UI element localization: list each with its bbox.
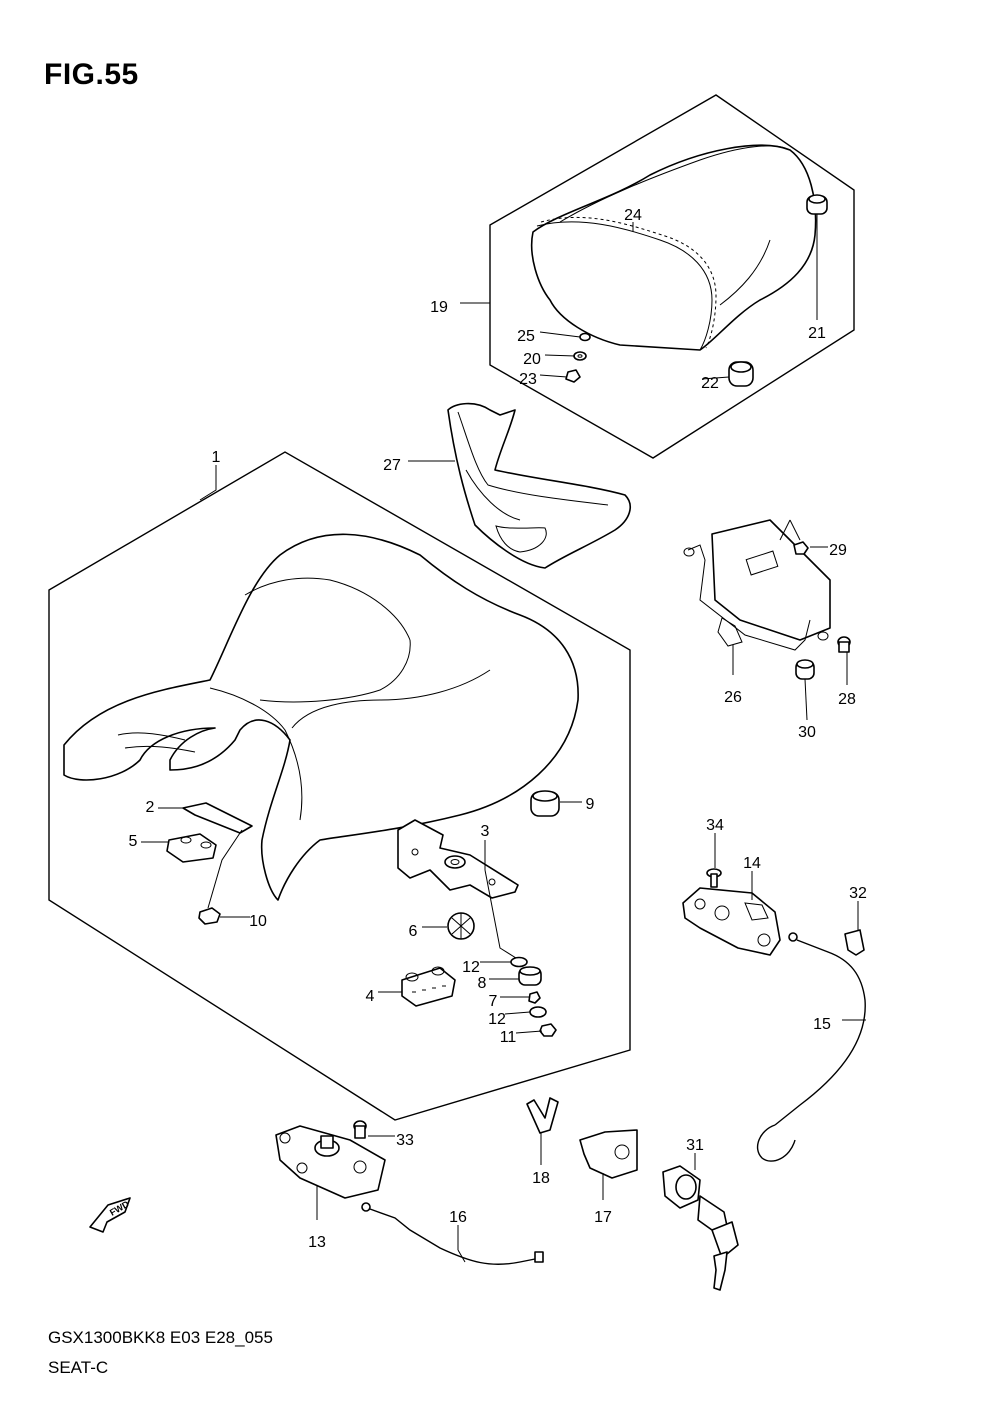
seat-lock-14 bbox=[682, 887, 781, 956]
part-callout-16: 16 bbox=[449, 1209, 467, 1226]
grommet-30 bbox=[795, 659, 815, 680]
part-callout-32: 32 bbox=[849, 885, 867, 902]
leader-line-23 bbox=[539, 374, 568, 378]
cable-15 bbox=[757, 932, 866, 1162]
part-callout-24: 24 bbox=[624, 207, 642, 224]
figure-title: FIG.55 bbox=[44, 58, 139, 91]
leader-line-12 bbox=[504, 1011, 531, 1015]
part-callout-19: 19 bbox=[430, 299, 448, 316]
part-callout-23: 23 bbox=[519, 371, 537, 388]
part-callout-6: 6 bbox=[409, 923, 418, 940]
part-callout-22: 22 bbox=[701, 375, 719, 392]
plate-2 bbox=[182, 802, 253, 834]
part-callout-12: 12 bbox=[462, 959, 480, 976]
part-callout-13: 13 bbox=[308, 1234, 326, 1251]
part-callout-1: 1 bbox=[212, 449, 221, 466]
bumper-5 bbox=[166, 833, 217, 863]
part-callout-12: 12 bbox=[488, 1011, 506, 1028]
part-callout-27: 27 bbox=[383, 457, 401, 474]
diagram-code: GSX1300BKK8 E03 E28_055 bbox=[48, 1328, 273, 1347]
part-callout-18: 18 bbox=[532, 1170, 550, 1187]
part-callout-15: 15 bbox=[813, 1016, 831, 1033]
part-callout-29: 29 bbox=[829, 542, 847, 559]
grommet-21 bbox=[806, 194, 828, 215]
bolt-28 bbox=[837, 636, 851, 653]
leader-extension bbox=[484, 869, 517, 959]
part-callout-9: 9 bbox=[586, 796, 595, 813]
part-callout-33: 33 bbox=[396, 1132, 414, 1149]
part-callout-4: 4 bbox=[366, 988, 375, 1005]
part-callout-2: 2 bbox=[146, 799, 155, 816]
pillion-seat-drawing bbox=[530, 144, 817, 351]
bolt-33 bbox=[353, 1120, 367, 1139]
part-callout-30: 30 bbox=[798, 724, 816, 741]
damper-6 bbox=[447, 912, 475, 940]
stopper-4 bbox=[401, 966, 456, 1007]
part-callout-21: 21 bbox=[808, 325, 826, 342]
leader-extension bbox=[789, 519, 801, 541]
bracket-17 bbox=[579, 1129, 638, 1179]
key-lock-31 bbox=[662, 1165, 739, 1291]
seat-lock-13 bbox=[275, 1125, 386, 1199]
leader-line-22 bbox=[701, 376, 730, 380]
fwd-arrow: FWD bbox=[89, 1197, 131, 1233]
part-callout-5: 5 bbox=[129, 833, 138, 850]
part-callout-31: 31 bbox=[686, 1137, 704, 1154]
pillion-seat-group-frame bbox=[489, 94, 855, 459]
clip-18 bbox=[526, 1097, 559, 1134]
part-callout-26: 26 bbox=[724, 689, 742, 706]
part-callout-17: 17 bbox=[594, 1209, 612, 1226]
leader-line-25 bbox=[539, 331, 581, 338]
fastener-stack bbox=[510, 956, 557, 1037]
part-callout-3: 3 bbox=[481, 823, 490, 840]
rider-seat-group-frame bbox=[48, 451, 631, 1121]
bracket-assembly-26 bbox=[683, 519, 831, 651]
part-callout-10: 10 bbox=[249, 913, 267, 930]
nut-29 bbox=[793, 541, 809, 555]
leader-line-20 bbox=[544, 354, 576, 357]
part-callout-8: 8 bbox=[478, 975, 487, 992]
part-callout-25: 25 bbox=[517, 328, 535, 345]
cushion-22 bbox=[728, 361, 754, 387]
part-callout-34: 34 bbox=[706, 817, 724, 834]
nut-10 bbox=[198, 907, 221, 925]
leader-line-11 bbox=[515, 1030, 543, 1034]
callout-leaders bbox=[141, 214, 866, 1263]
diagram-name: SEAT-C bbox=[48, 1358, 109, 1377]
part-callout-11: 11 bbox=[500, 1029, 517, 1046]
rider-seat-drawing bbox=[63, 533, 579, 901]
leader-extension bbox=[457, 1249, 466, 1263]
cable-16 bbox=[361, 1202, 544, 1265]
grommet-9 bbox=[530, 790, 560, 817]
part-callout-7: 7 bbox=[489, 993, 498, 1010]
seat-cowl-27-drawing bbox=[447, 402, 631, 569]
part-callout-28: 28 bbox=[838, 691, 856, 708]
part-callout-14: 14 bbox=[743, 855, 761, 872]
pillion-fasteners bbox=[565, 332, 591, 383]
leader-extension bbox=[199, 465, 217, 501]
leader-extension bbox=[779, 519, 791, 541]
clamp-32 bbox=[844, 929, 865, 956]
part-callout-20: 20 bbox=[523, 351, 541, 368]
bracket-3 bbox=[397, 819, 519, 899]
leader-extension bbox=[207, 829, 243, 909]
leader-line-30 bbox=[804, 678, 808, 721]
screw-34 bbox=[706, 868, 722, 888]
